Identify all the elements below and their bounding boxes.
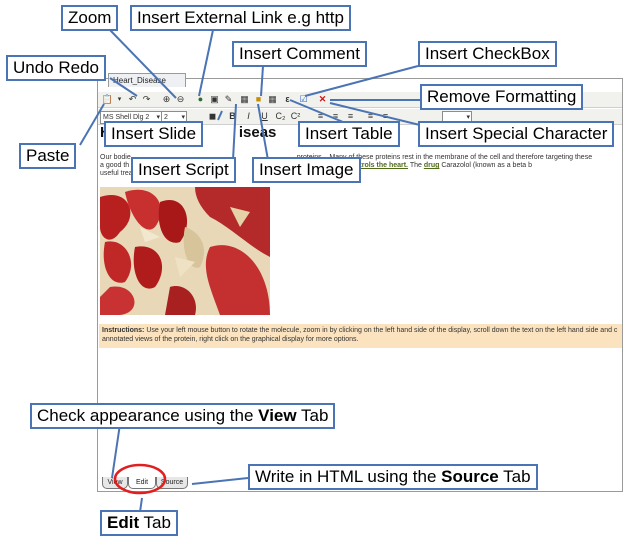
italic-button[interactable]: I	[247, 111, 250, 121]
histology-image	[100, 187, 270, 315]
document-tab[interactable]: Heart_Disease	[108, 73, 186, 87]
text-color-icon[interactable]: ◼	[208, 111, 217, 121]
superscript-button[interactable]: C²	[290, 111, 301, 121]
callout-undo-redo: Undo Redo	[6, 55, 107, 81]
drug-link[interactable]: drug	[423, 162, 440, 169]
underline-button[interactable]: U	[261, 111, 268, 121]
zoom-in-icon[interactable]: ⊕	[162, 94, 171, 104]
callout-zoom: Zoom	[61, 5, 119, 31]
comment-icon[interactable]: ■	[255, 94, 262, 104]
slide-icon[interactable]: ▣	[210, 94, 219, 104]
zoom-out-icon[interactable]: ⊖	[176, 94, 185, 104]
callout-remove-formatting: Remove Formatting	[420, 84, 584, 110]
body-line-3: useful trea	[100, 170, 133, 177]
remove-formatting-icon[interactable]: ✕	[318, 94, 327, 104]
redo-icon[interactable]: ↷	[142, 94, 151, 104]
callout-insert-special-character: Insert Special Character	[418, 121, 615, 147]
paste-dropdown-icon[interactable]: ▾	[117, 96, 122, 103]
external-link-icon[interactable]: ●	[197, 94, 204, 104]
special-character-icon[interactable]: ε	[285, 94, 290, 104]
callout-insert-checkbox: Insert CheckBox	[418, 41, 557, 67]
callout-paste: Paste	[19, 143, 77, 169]
edit-tab[interactable]: Edit	[128, 477, 156, 489]
callout-insert-comment: Insert Comment	[232, 41, 367, 67]
checkbox-icon[interactable]: ☑	[299, 94, 308, 104]
image-icon[interactable]: ▦	[240, 94, 249, 104]
format-select[interactable]	[442, 111, 472, 124]
align-right-icon[interactable]: ≡	[347, 111, 354, 121]
align-center-icon[interactable]: ≡	[332, 111, 339, 121]
script-icon[interactable]: ✎	[224, 94, 233, 104]
undo-icon[interactable]: ↶	[128, 94, 137, 104]
callout-insert-table: Insert Table	[298, 121, 400, 147]
callout-source-tab: Write in HTML using the Source Tab	[248, 464, 538, 490]
callout-insert-image: Insert Image	[252, 157, 361, 183]
subscript-button[interactable]: C₂	[275, 111, 286, 121]
callout-insert-external-link: Insert External Link e.g http	[130, 5, 351, 31]
callout-insert-slide: Insert Slide	[104, 121, 204, 147]
callout-insert-script: Insert Script	[131, 157, 236, 183]
bullet-list-icon[interactable]: ≡	[367, 111, 374, 121]
bold-button[interactable]: B	[229, 111, 236, 121]
callout-view-tab: Check appearance using the View Tab	[30, 403, 336, 429]
callout-edit-tab: Edit Tab	[100, 510, 178, 536]
instructions-box: Instructions: Use your left mouse button…	[99, 324, 622, 348]
align-left-icon[interactable]: ≡	[317, 111, 324, 121]
font-size-select[interactable]: 2	[161, 111, 187, 124]
table-icon[interactable]: ▦	[268, 94, 277, 104]
paste-icon[interactable]: 📋	[101, 94, 114, 104]
